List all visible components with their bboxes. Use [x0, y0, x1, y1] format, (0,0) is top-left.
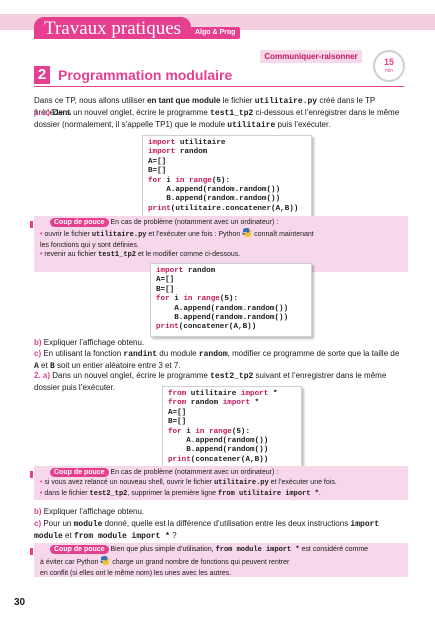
- question-2b: b) Expliquer l’affichage obtenu.: [34, 507, 145, 516]
- code-line: B.append(random.random()): [148, 195, 306, 204]
- exercise-title: Programmation modulaire: [58, 67, 233, 83]
- intro-paragraph: Dans ce TP, nous allons utiliser en tant…: [34, 96, 376, 117]
- code-token: import: [156, 267, 184, 275]
- code-line: B.append(random.random()): [156, 314, 306, 323]
- code-token: random: [175, 148, 208, 157]
- code-line: from utilitaire import *: [168, 390, 296, 399]
- code-line: for i in range(5):: [156, 295, 306, 304]
- hint-box-1: Coup de pouce En cas de problème (notamm…: [34, 216, 408, 272]
- code-token: range: [184, 176, 212, 185]
- question-1a: 1. a) Dans un nouvel onglet, écrire le p…: [34, 108, 400, 130]
- code-line: A=[]: [156, 276, 306, 285]
- code-token: import: [222, 399, 251, 408]
- code-line: B=[]: [148, 167, 306, 176]
- code-token: (concatener(A,B)): [190, 455, 269, 464]
- code-token: in: [175, 176, 185, 185]
- code-line: A.append(random.random()): [156, 305, 306, 314]
- code-line: print(utilitaire.concatener(A,B)): [148, 205, 306, 214]
- code-token: utilitaire: [175, 139, 226, 147]
- code-token: import: [240, 390, 269, 398]
- code-token: for: [148, 176, 162, 185]
- hint-label: Coup de pouce: [50, 218, 109, 227]
- page-number: 30: [14, 597, 26, 608]
- code-line: A.append(random.random()): [148, 186, 306, 195]
- code-token: from: [168, 399, 187, 408]
- code-token: A.append(random.random()): [156, 304, 289, 313]
- code-token: A.append(random()): [168, 437, 269, 446]
- code-token: A.append(random.random()): [148, 186, 281, 195]
- code-line: B=[]: [156, 286, 306, 295]
- code-token: i: [161, 176, 176, 185]
- timer-icon: 15 min: [373, 50, 405, 82]
- question-1c: c) En utilisant la fonction randint du m…: [34, 349, 400, 371]
- code-token: in: [195, 427, 205, 436]
- code-token: in: [183, 295, 193, 304]
- hint-box-3: Coup de pouce Bien que plus simple d’uti…: [34, 543, 408, 577]
- code-line: for i in range(5):: [148, 177, 306, 186]
- code-token: (5):: [211, 176, 231, 185]
- code-line: from random import *: [168, 399, 296, 408]
- code-line: B=[]: [168, 418, 296, 427]
- code-token: range: [192, 295, 220, 304]
- code-token: random: [186, 399, 223, 408]
- code-line: import utilitaire: [148, 139, 306, 148]
- timer-value: 15: [383, 57, 394, 67]
- code-token: print: [148, 204, 171, 213]
- code-token: B.append(random.random()): [156, 314, 289, 323]
- code-line: print(concatener(A,B)): [156, 323, 306, 332]
- code-token: *: [250, 399, 260, 408]
- code-token: B=[]: [168, 418, 187, 427]
- section-badge: Algo & Prog: [190, 27, 241, 39]
- code-block-3: from utilitaire import *from random impo…: [162, 386, 302, 470]
- code-token: print: [156, 323, 179, 332]
- code-token: A=[]: [156, 276, 175, 285]
- code-token: (5):: [231, 427, 251, 436]
- timer-unit: min: [384, 68, 394, 74]
- exercise-number: 2: [34, 66, 50, 84]
- section-title: Travaux pratiques: [34, 17, 192, 39]
- hint-label: Coup de pouce: [50, 545, 109, 554]
- code-token: random: [183, 267, 216, 275]
- code-token: A=[]: [148, 157, 167, 166]
- page-header: Travaux pratiques Algo & Prog: [0, 0, 435, 42]
- code-line: B.append(random()): [168, 446, 296, 455]
- code-line: A=[]: [168, 409, 296, 418]
- code-token: (concatener(A,B)): [178, 323, 257, 332]
- code-line: A=[]: [148, 158, 306, 167]
- code-line: print(concatener(A,B)): [168, 456, 296, 465]
- code-token: i: [181, 427, 196, 436]
- code-token: utilitaire: [186, 390, 241, 398]
- title-rule: [34, 86, 404, 87]
- question-2c: c) Pour un module donné, quelle est la d…: [34, 519, 380, 541]
- code-token: *: [268, 390, 278, 398]
- code-token: import: [148, 139, 176, 147]
- code-token: from: [168, 390, 187, 398]
- hint-box-2: Coup de pouce En cas de problème (notamm…: [34, 466, 408, 500]
- code-token: i: [169, 295, 184, 304]
- skill-tag: Communiquer-raisonner: [260, 50, 362, 63]
- code-token: print: [168, 455, 191, 464]
- code-token: for: [168, 427, 182, 436]
- code-token: import: [148, 148, 176, 157]
- code-line: import random: [148, 148, 306, 157]
- question-1b: b) Expliquer l’affichage obtenu.: [34, 338, 145, 347]
- hint-label: Coup de pouce: [50, 468, 109, 477]
- code-line: A.append(random()): [168, 437, 296, 446]
- code-token: B=[]: [156, 285, 175, 294]
- python-logo-icon: [100, 555, 110, 565]
- code-token: (5):: [219, 295, 239, 304]
- code-token: (utilitaire.concatener(A,B)): [170, 204, 299, 213]
- question-2a: 2. a) Dans un nouvel onglet, écrire le p…: [34, 371, 387, 392]
- code-token: A=[]: [168, 408, 187, 417]
- code-token: B.append(random.random()): [148, 195, 281, 204]
- code-line: for i in range(5):: [168, 428, 296, 437]
- code-token: for: [156, 295, 170, 304]
- code-token: range: [204, 427, 232, 436]
- code-token: B=[]: [148, 167, 167, 176]
- code-line: import random: [156, 267, 306, 276]
- code-token: B.append(random()): [168, 446, 269, 455]
- python-logo-icon: [242, 227, 252, 237]
